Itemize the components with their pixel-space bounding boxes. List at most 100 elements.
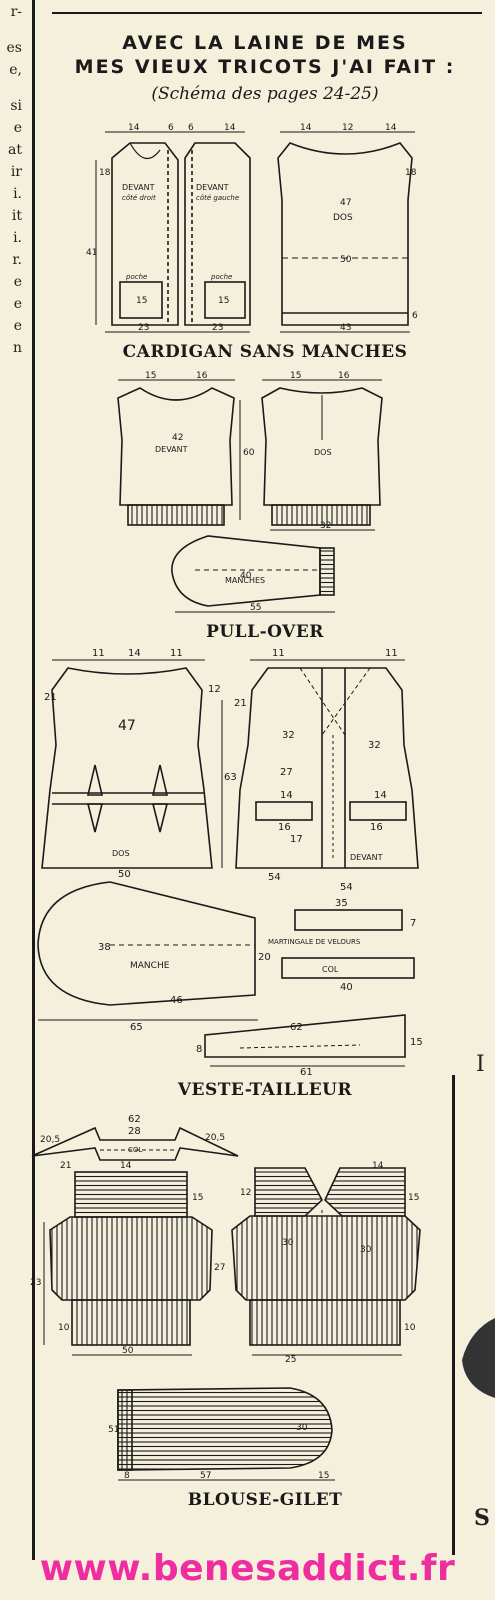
pullover-measure: 16 <box>196 371 208 381</box>
veste-measure: 11 <box>92 648 105 659</box>
pullover-measure: 16 <box>338 371 350 381</box>
blouse-measure: 14 <box>120 1161 132 1171</box>
veste-diagram: 11 14 11 11 11 21 21 12 47 63 32 32 27 1… <box>37 648 423 1078</box>
veste-martingale-piece <box>294 909 403 931</box>
caption-blouse: BLOUSE-GILET <box>187 1490 343 1510</box>
veste-label: MARTINGALE DE VELOURS <box>268 938 361 946</box>
fragment: e <box>13 120 22 136</box>
veste-measure: 54 <box>268 872 281 883</box>
veste-measure: 15 <box>410 1037 423 1048</box>
veste-measure: 32 <box>282 730 295 741</box>
fragment: e <box>13 296 22 312</box>
veste-measure: 7 <box>410 918 416 929</box>
fragment: r. <box>12 252 22 268</box>
caption-veste: VESTE-TAILLEUR <box>177 1080 353 1100</box>
veste-measure: 65 <box>130 1022 143 1033</box>
pullover-front-piece <box>117 387 235 526</box>
cardigan-measure: 14 <box>128 123 140 133</box>
cropped-photo-edge <box>462 1318 495 1398</box>
cardigan-measure: 18 <box>99 168 111 178</box>
veste-measure: 27 <box>280 767 293 778</box>
pullover-measure: 40 <box>240 571 252 581</box>
blouse-measure: 10 <box>404 1323 416 1333</box>
fragment: e <box>13 274 22 290</box>
blouse-label: COL <box>128 1146 142 1154</box>
veste-measure: 54 <box>340 882 353 893</box>
veste-measure: 47 <box>118 718 136 734</box>
veste-measure: 11 <box>170 648 183 659</box>
blouse-measure: 21 <box>60 1161 71 1171</box>
veste-sleeve-piece <box>37 881 256 1006</box>
cardigan-measure: 14 <box>224 123 236 133</box>
right-edge-letter: S <box>474 1505 490 1531</box>
blouse-measure: 25 <box>285 1355 296 1365</box>
veste-measure: 63 <box>224 772 237 783</box>
fragment: es <box>6 40 22 56</box>
blouse-measure: 10 <box>58 1323 70 1333</box>
cardigan-measure: 6 <box>412 311 418 321</box>
page-title-line2: MES VIEUX TRICOTS J'AI FAIT : <box>74 56 456 78</box>
cardigan-measure: 50 <box>340 255 352 265</box>
cardigan-front-right-piece <box>111 142 179 326</box>
veste-measure: 61 <box>300 1067 313 1078</box>
blouse-sleeve-piece <box>117 1387 333 1471</box>
blouse-dimension-lines <box>43 1222 402 1481</box>
cardigan-label: DEVANT <box>122 183 155 192</box>
pullover-label: DOS <box>314 448 332 457</box>
fragment: n <box>12 340 22 356</box>
cardigan-diagram: 14 6 6 14 14 12 14 18 18 41 47 50 15 15 … <box>86 123 418 333</box>
fragment: it <box>11 208 22 224</box>
veste-measure: 20 <box>258 952 271 963</box>
blouse-measure: 27 <box>214 1263 225 1273</box>
veste-measure: 32 <box>368 740 381 751</box>
veste-label: COL <box>322 965 339 974</box>
caption-pullover: PULL-OVER <box>206 622 324 642</box>
veste-measure: 35 <box>335 898 348 909</box>
veste-measure: 46 <box>170 995 183 1006</box>
veste-measure: 14 <box>374 790 387 801</box>
veste-measure: 50 <box>118 869 131 880</box>
veste-measure: 11 <box>272 648 285 659</box>
watermark: www.benesaddict.fr <box>39 1548 456 1589</box>
fragment: at <box>8 142 22 158</box>
pullover-measure: 55 <box>250 603 261 613</box>
caption-cardigan: CARDIGAN SANS MANCHES <box>122 342 408 362</box>
page-subtitle: (Schéma des pages 24-25) <box>151 84 379 104</box>
cardigan-label: côté droit <box>122 194 156 202</box>
blouse-measure: 50 <box>122 1346 134 1356</box>
cardigan-dimension-lines <box>95 131 415 333</box>
blouse-measure: 23 <box>30 1278 41 1288</box>
blouse-measure: 14 <box>372 1161 384 1171</box>
page-title-line1: AVEC LA LAINE DE MES <box>122 32 408 54</box>
veste-measure: 21 <box>44 692 57 703</box>
fragment: i. <box>13 186 22 202</box>
veste-measure: 21 <box>234 698 247 709</box>
cardigan-label: poche <box>210 273 232 281</box>
blouse-measure: 15 <box>192 1193 203 1203</box>
cardigan-measure: 43 <box>340 323 351 333</box>
veste-label: MANCHE <box>130 961 170 971</box>
veste-back-piece <box>41 667 213 869</box>
veste-measure: 16 <box>278 822 291 833</box>
cardigan-measure: 18 <box>405 168 417 178</box>
right-edge-letter: I <box>476 1052 485 1077</box>
frame-top-rule <box>52 12 482 14</box>
pullover-sleeve-piece <box>171 535 335 607</box>
blouse-collar-piece <box>31 1126 239 1161</box>
pullover-measure: 15 <box>290 371 301 381</box>
pullover-dimension-lines <box>118 379 382 613</box>
cardigan-label: côté gauche <box>196 194 239 202</box>
frame-left-rule <box>32 0 35 1560</box>
blouse-measure: 20,5 <box>40 1135 60 1145</box>
cardigan-measure: 47 <box>340 198 351 208</box>
veste-measure: 8 <box>196 1044 202 1055</box>
blouse-diagram: 62 28 20,5 20,5 14 14 21 12 15 15 30 30 … <box>30 1114 421 1481</box>
fragment: i. <box>13 230 22 246</box>
cardigan-measure: 23 <box>212 323 223 333</box>
pullover-measure: 60 <box>243 448 255 458</box>
left-column-fragments: r- es e, si e at ir i. it i. r. e e e n <box>0 0 30 1500</box>
cardigan-measure: 6 <box>188 123 194 133</box>
fragment: r- <box>10 4 22 20</box>
blouse-measure: 30 <box>360 1245 372 1255</box>
